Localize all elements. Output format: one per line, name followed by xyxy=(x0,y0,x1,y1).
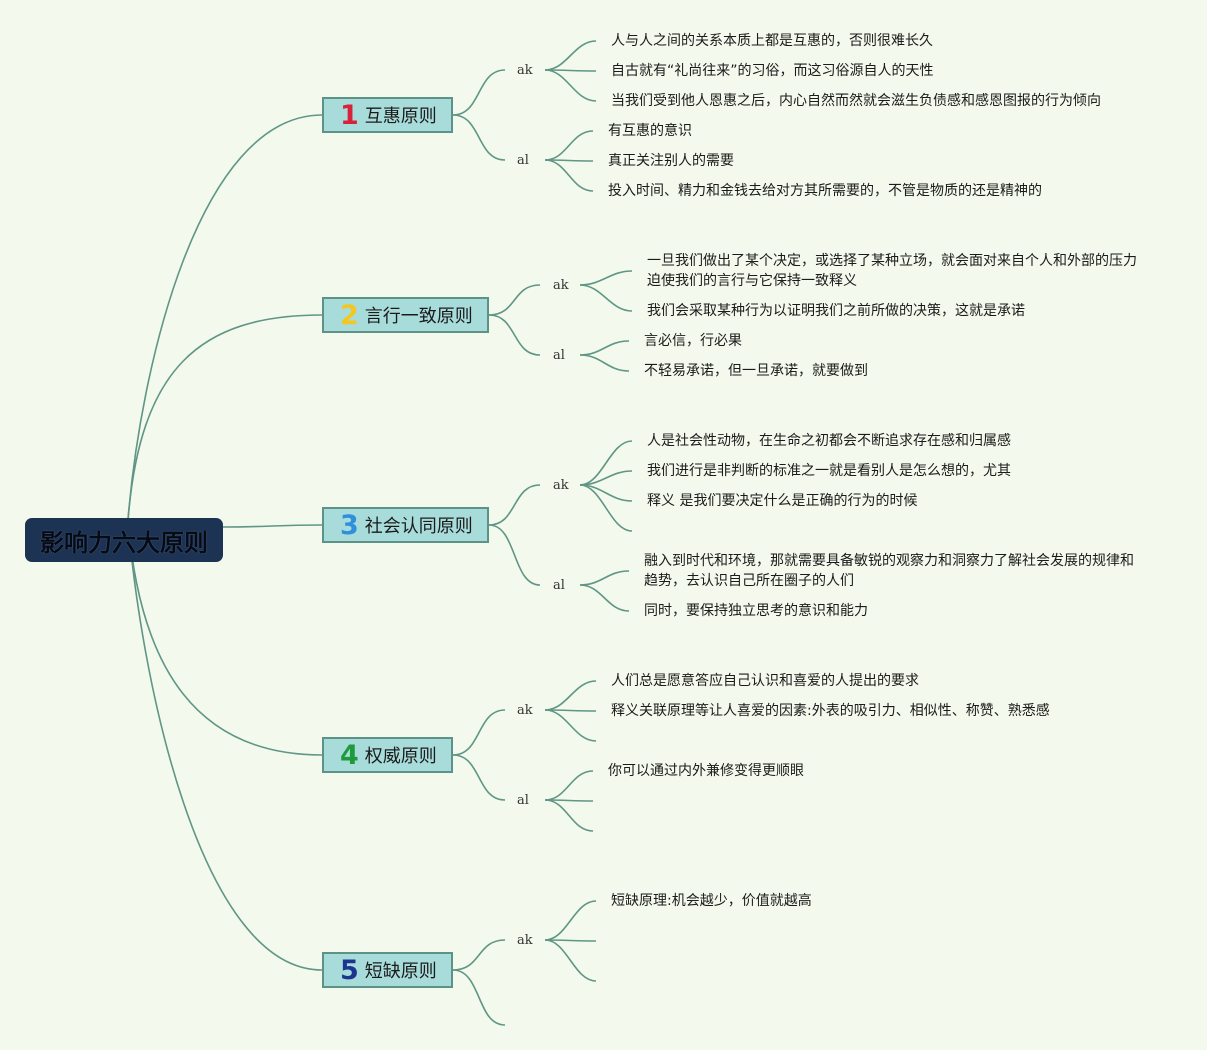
branch-reciprocity[interactable]: 1 互惠原则 xyxy=(322,97,453,133)
tag-ak: ak xyxy=(517,933,533,948)
leaf-text[interactable]: 同时，要保持独立思考的意识和能力 xyxy=(644,603,868,619)
number-4-icon: 4 xyxy=(340,739,359,771)
leaf-text[interactable]: 一旦我们做出了某个决定，或选择了某种立场，就会面对来自个人和外部的压力迫使我们的… xyxy=(647,253,1137,289)
branch-label: 互惠原则 xyxy=(364,106,437,127)
leaf-text[interactable]: 自古就有“礼尚往来”的习俗，而这习俗源自人的天性 xyxy=(611,63,934,79)
leaf-text[interactable]: 人们总是愿意答应自己认识和喜爱的人提出的要求 xyxy=(611,673,919,689)
branch-label: 社会认同原则 xyxy=(364,516,473,537)
leaf-text[interactable]: 我们进行是非判断的标准之一就是看别人是怎么想的，尤其 xyxy=(647,463,1011,479)
leaf-text[interactable]: 我们会采取某种行为以证明我们之前所做的决策，这就是承诺 xyxy=(647,303,1025,319)
leaf-text[interactable]: 人与人之间的关系本质上都是互惠的，否则很难长久 xyxy=(611,33,933,49)
leaf-text[interactable]: 释义关联原理等让人喜爱的因素:外表的吸引力、相似性、称赞、熟悉感 xyxy=(611,703,1050,719)
leaf-text[interactable]: 人是社会性动物，在生命之初都会不断追求存在感和归属感 xyxy=(647,433,1011,449)
root-topic[interactable]: 影响力六大原则 xyxy=(25,518,223,562)
tag-al: al xyxy=(553,348,565,363)
leaf-text[interactable]: 当我们受到他人恩惠之后，内心自然而然就会滋生负债感和感恩图报的行为倾向 xyxy=(611,93,1101,109)
tag-al: al xyxy=(517,153,529,168)
leaf-text[interactable]: 释义 是我们要决定什么是正确的行为的时候 xyxy=(647,493,918,509)
tag-ak: ak xyxy=(553,478,569,493)
leaf-text[interactable]: 你可以通过内外兼修变得更顺眼 xyxy=(608,763,804,779)
number-1-icon: 1 xyxy=(340,99,359,131)
leaf-text[interactable]: 有互惠的意识 xyxy=(608,123,692,139)
leaf-text[interactable]: 言必信，行必果 xyxy=(644,333,742,349)
leaf-text[interactable]: 融入到时代和环境，那就需要具备敏锐的观察力和洞察力了解社会发展的规律和趋势，去认… xyxy=(644,553,1134,589)
leaf-text[interactable]: 投入时间、精力和金钱去给对方其所需要的，不管是物质的还是精神的 xyxy=(608,183,1042,199)
tag-al: al xyxy=(553,578,565,593)
tag-ak: ak xyxy=(553,278,569,293)
tag-ak: ak xyxy=(517,63,533,78)
branch-consistency[interactable]: 2 言行一致原则 xyxy=(322,297,489,333)
number-5-icon: 5 xyxy=(340,954,359,986)
leaf-text[interactable]: 短缺原理:机会越少，价值就越高 xyxy=(611,893,812,909)
number-2-icon: 2 xyxy=(340,299,359,331)
branch-label: 言行一致原则 xyxy=(364,306,473,327)
root-label: 影响力六大原则 xyxy=(40,528,208,557)
branch-label: 权威原则 xyxy=(364,746,437,767)
branch-scarcity[interactable]: 5 短缺原则 xyxy=(322,952,453,988)
leaf-text[interactable]: 真正关注别人的需要 xyxy=(608,153,734,169)
branch-social-proof[interactable]: 3 社会认同原则 xyxy=(322,507,489,543)
tag-ak: ak xyxy=(517,703,533,718)
tag-al: al xyxy=(517,793,529,808)
branch-authority[interactable]: 4 权威原则 xyxy=(322,737,453,773)
branch-label: 短缺原则 xyxy=(364,961,437,982)
leaf-text[interactable]: 不轻易承诺，但一旦承诺，就要做到 xyxy=(644,363,868,379)
number-3-icon: 3 xyxy=(340,509,359,541)
